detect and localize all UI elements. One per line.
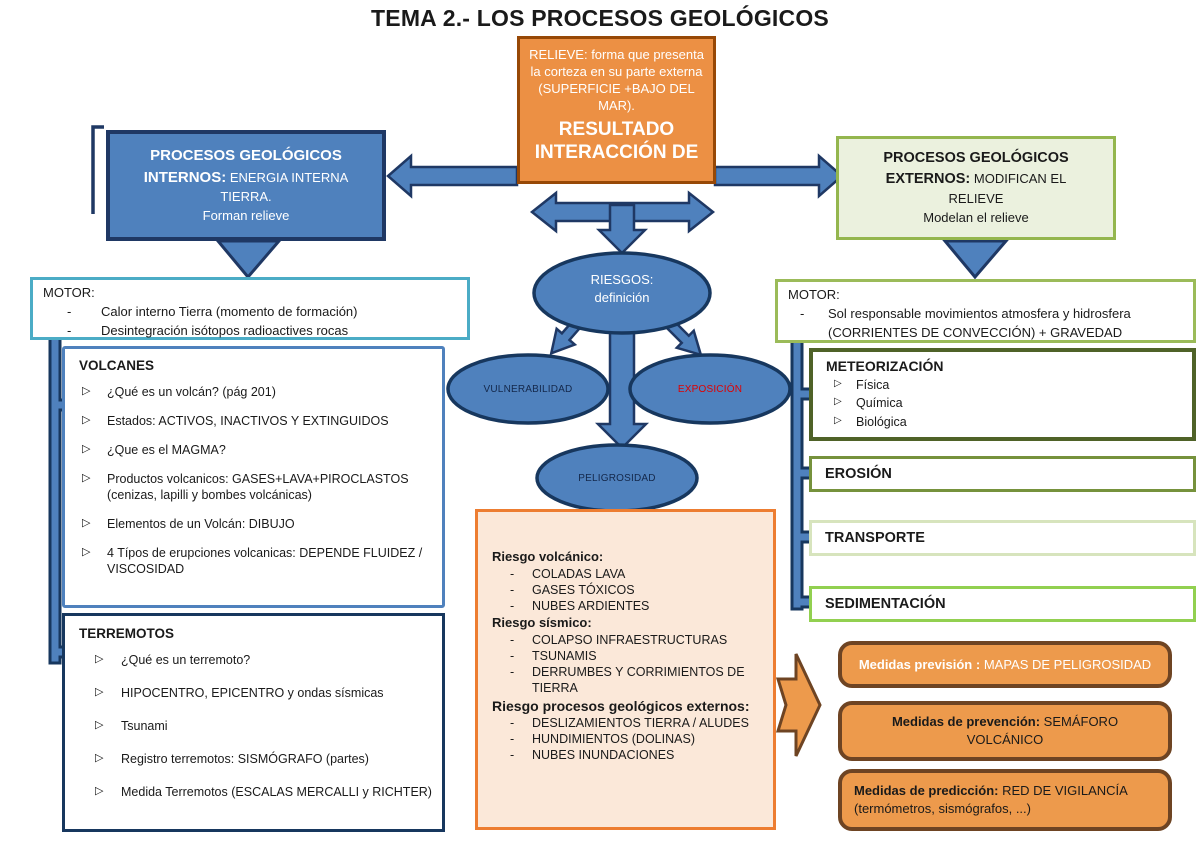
internos-heading: PROCESOS GEOLÓGICOS INTERNOS: ENERGIA IN… [135, 145, 357, 207]
internos-note: Forman relieve [202, 208, 290, 224]
exposicion-label: EXPOSICIÓN [677, 384, 743, 395]
erosion-box: EROSIÓN [809, 456, 1196, 492]
externos-heading: PROCESOS GEOLÓGICOS EXTERNOS: MODIFICAN … [864, 148, 1088, 209]
volcanes-title: VOLCANES [79, 358, 155, 373]
medidas-prevision-label: Medidas previsión : [858, 656, 981, 672]
volcanes-box: VOLCANES ¿Qué es un volcán? (pág 201) Es… [62, 346, 445, 608]
meteorizacion-item: Biológica [826, 414, 1182, 430]
peligrosidad-label: PELIGROSIDAD [578, 473, 656, 484]
medidas-prevision-box: Medidas previsión : MAPAS DE PELIGROSIDA… [838, 641, 1172, 688]
meteorizacion-item: Química [826, 395, 1182, 411]
externos-note: Modelan el relieve [923, 210, 1029, 226]
riesgos-ellipse [532, 251, 712, 335]
medidas-prediccion-box: Medidas de predicción: RED DE VIGILANCÍA… [838, 769, 1172, 831]
internos-box: PROCESOS GEOLÓGICOS INTERNOS: ENERGIA IN… [106, 130, 386, 241]
terremotos-item: Medida Terremotos (ESCALAS MERCALLI y RI… [79, 784, 432, 800]
relieve-description: RELIEVE: forma que presenta la corteza e… [529, 47, 704, 114]
riesgo-volcanico-item: NUBES ARDIENTES [492, 598, 765, 615]
vulnerabilidad-label: VULNERABILIDAD [483, 384, 573, 395]
volcanes-item: ¿Que es el MAGMA? [79, 442, 432, 458]
volcanes-item: Elementos de un Volcán: DIBUJO [79, 516, 432, 532]
arrow-to-peligrosidad [594, 316, 650, 450]
terremotos-item: HIPOCENTRO, EPICENTRO y ondas sísmicas [79, 685, 432, 701]
riesgo-externos-heading: Riesgo procesos geológicos externos: [492, 697, 750, 714]
medidas-prevencion-box: Medidas de prevención: SEMÁFORO VOLCÁNIC… [838, 701, 1172, 761]
page-title: TEMA 2.- LOS PROCESOS GEOLÓGICOS [371, 5, 829, 31]
medidas-prediccion-value: RED DE VIGILANCÍA (termómetros, sismógra… [854, 783, 1128, 816]
terremotos-item: Registro terremotos: SISMÓGRAFO (partes) [79, 751, 432, 767]
motor-internos-item: Calor interno Tierra (momento de formaci… [43, 303, 457, 322]
meteorizacion-item: Física [826, 377, 1182, 393]
motor-externos-item: Sol responsable movimientos atmosfera y … [788, 305, 1183, 343]
arrow-to-externos [713, 153, 844, 199]
riesgo-externos-item: NUBES INUNDACIONES [492, 747, 765, 764]
volcanes-item: Productos volcanicos: GASES+LAVA+PIROCLA… [79, 471, 432, 503]
motor-internos-label: MOTOR: [43, 285, 95, 300]
transporte-box: TRANSPORTE [809, 520, 1196, 556]
volcanes-item: Estados: ACTIVOS, INACTIVOS Y EXTINGUIDO… [79, 413, 432, 429]
riesgos-detalle-box: Riesgo volcánico: COLADAS LAVA GASES TÓX… [475, 509, 776, 830]
relieve-emphasis: RESULTADO INTERACCIÓN DE [534, 118, 699, 164]
riesgo-volcanico-heading: Riesgo volcánico: [492, 549, 604, 564]
arrow-to-riesgos [595, 203, 649, 255]
internos-subtitle: ENERGIA INTERNA TIERRA. [220, 169, 349, 205]
triangle-under-externos [941, 239, 1010, 280]
right-bracket [793, 342, 819, 608]
motor-internos-box: MOTOR: Calor interno Tierra (momento de … [30, 277, 470, 340]
riesgo-sismico-item: DERRUMBES Y CORRIMIENTOS DE TIERRA [492, 664, 765, 697]
volcanes-item: 4 Típos de erupciones volcanicas: DEPEND… [79, 545, 432, 577]
riesgo-sismico-item: TSUNAMIS [492, 648, 765, 665]
riesgo-sismico-item: COLAPSO INFRAESTRUCTURAS [492, 632, 765, 649]
externos-box: PROCESOS GEOLÓGICOS EXTERNOS: MODIFICAN … [836, 136, 1116, 240]
medidas-prevision-value: MAPAS DE PELIGROSIDAD [983, 656, 1152, 672]
riesgo-volcanico-item: GASES TÓXICOS [492, 582, 765, 599]
riesgos-label: RIESGOS: definición [590, 272, 654, 306]
arrow-to-internos [386, 153, 519, 199]
internos-title: PROCESOS GEOLÓGICOS INTERNOS: [143, 146, 342, 186]
left-corner-connector [91, 125, 104, 214]
riesgo-volcanico-item: COLADAS LAVA [492, 566, 765, 583]
exposicion-ellipse [628, 353, 792, 425]
volcanes-item: ¿Qué es un volcán? (pág 201) [79, 384, 432, 400]
terremotos-title: TERREMOTOS [79, 626, 175, 641]
terremotos-item: Tsunami [79, 718, 432, 734]
triangle-under-internos [214, 239, 283, 280]
relieve-box: RELIEVE: forma que presenta la corteza e… [517, 36, 716, 184]
vulnerabilidad-ellipse [446, 353, 610, 425]
riesgo-sismico-heading: Riesgo sísmico: [492, 614, 592, 630]
terremotos-item: ¿Qué es un terremoto? [79, 652, 432, 668]
motor-internos-item: Desintegración isótopos radioactives roc… [43, 322, 457, 341]
meteorizacion-box: METEORIZACIÓN Física Química Biológica [809, 348, 1196, 441]
orange-arrow-to-medidas [775, 653, 822, 757]
terremotos-box: TERREMOTOS ¿Qué es un terremoto? HIPOCEN… [62, 613, 445, 832]
riesgo-externos-item: HUNDIMIENTOS (DOLINAS) [492, 731, 765, 748]
meteorizacion-title: METEORIZACIÓN [826, 358, 944, 374]
medidas-prevencion-label: Medidas de prevención: [891, 714, 1041, 730]
sedimentacion-box: SEDIMENTACIÓN [809, 586, 1196, 622]
medidas-prediccion-label: Medidas de predicción: [854, 783, 999, 799]
externos-subtitle: MODIFICAN EL RELIEVE [948, 171, 1067, 207]
motor-externos-box: MOTOR: Sol responsable movimientos atmos… [775, 279, 1196, 343]
externos-title: PROCESOS GEOLÓGICOS EXTERNOS: [883, 150, 1069, 188]
riesgo-externos-item: DESLIZAMIENTOS TIERRA / ALUDES [492, 715, 765, 732]
motor-externos-label: MOTOR: [788, 287, 840, 302]
medidas-prevencion-value: SEMÁFORO VOLCÁNICO [966, 714, 1119, 747]
